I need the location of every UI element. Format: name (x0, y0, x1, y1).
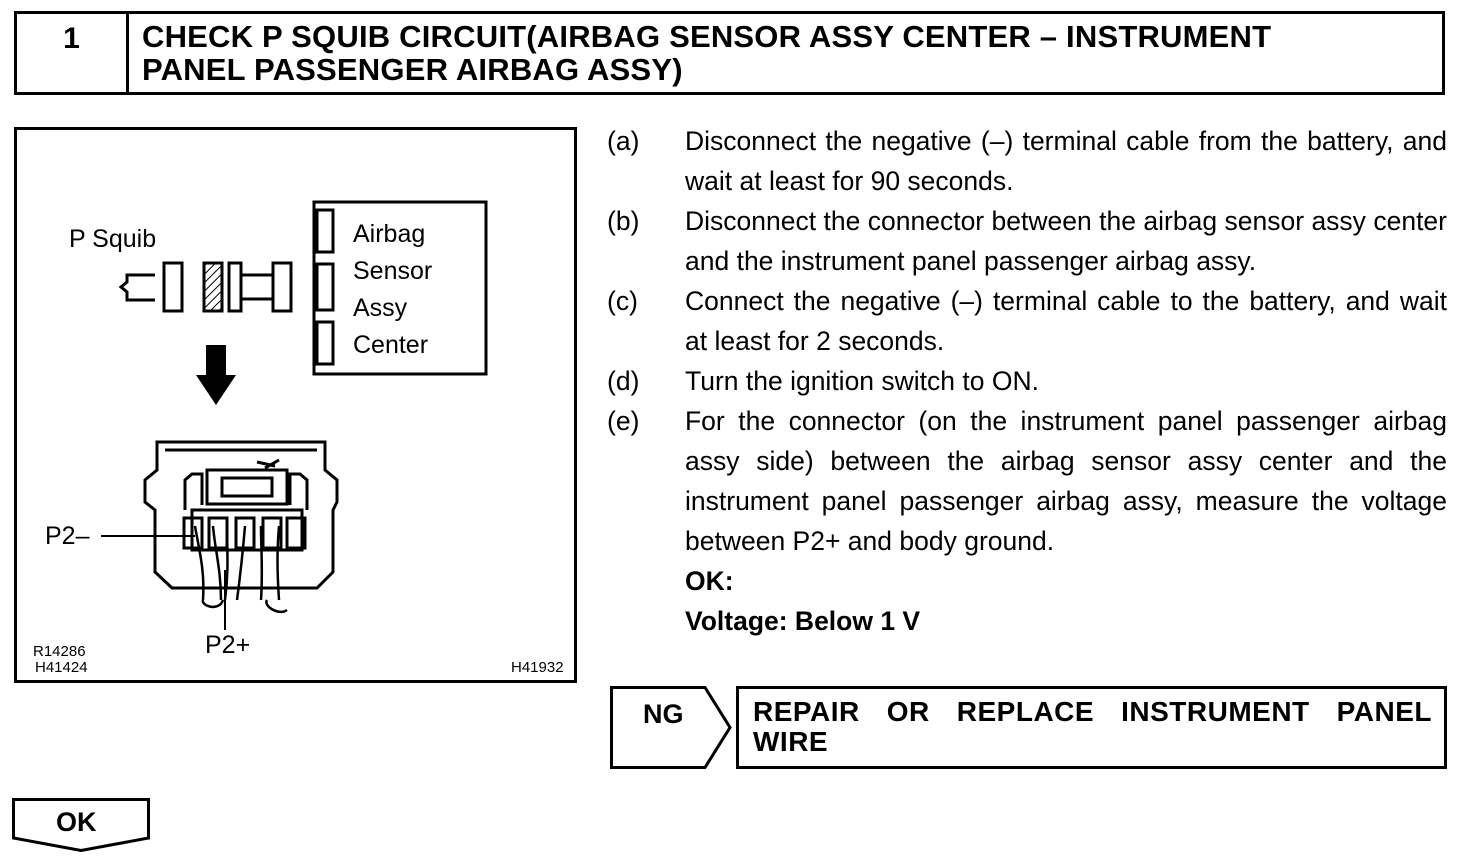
step-title-line-1: CHECK P SQUIB CIRCUIT(AIRBAG SENSOR ASSY… (142, 19, 1272, 54)
ecu-label-line-2: Sensor (353, 257, 433, 285)
figure-code-right: H41932 (511, 659, 564, 676)
step-key: (b) (607, 206, 640, 236)
ng-result-tag: NG (610, 686, 732, 769)
figure-code-left-2: H41424 (35, 659, 88, 676)
ok-tag-shape (12, 798, 150, 853)
step-text: Connect the negative (–) terminal cable … (685, 286, 1447, 356)
step-number: 1 (17, 14, 129, 92)
connector-drawing (101, 200, 488, 630)
step-item: (c) Connect the negative (–) terminal ca… (607, 281, 1447, 361)
spec-ok-label: OK: (685, 566, 734, 596)
step-item: (e) For the connector (on the instrument… (607, 401, 1447, 561)
spec-value: Voltage: Below 1 V (685, 606, 921, 636)
step-item: (d) Turn the ignition switch to ON. (607, 361, 1447, 401)
step-text: Turn the ignition switch to ON. (685, 366, 1039, 396)
p-squib-label: P Squib (69, 225, 157, 253)
ng-action-box: REPAIR OR REPLACE INSTRUMENT PANEL WIRE (736, 686, 1447, 769)
step-key: (e) (607, 406, 640, 436)
step-key: (a) (607, 126, 640, 156)
step-title: CHECK P SQUIB CIRCUIT(AIRBAG SENSOR ASSY… (129, 14, 1442, 92)
step-title-line-2: PANEL PASSENGER AIRBAG ASSY) (142, 52, 683, 87)
connector-face (143, 440, 339, 590)
ecu-label-line-4: Center (353, 331, 429, 359)
step-header: 1 CHECK P SQUIB CIRCUIT(AIRBAG SENSOR AS… (14, 11, 1445, 95)
ng-tag-shape (610, 686, 732, 769)
step-text: Disconnect the connector between the air… (685, 206, 1447, 276)
step-item: (b) Disconnect the connector between the… (607, 201, 1447, 281)
step-item: (a) Disconnect the negative (–) terminal… (607, 121, 1447, 201)
down-arrow-icon (196, 345, 236, 405)
step-text: Disconnect the negative (–) terminal cab… (685, 126, 1447, 196)
ok-tag-label: OK (56, 807, 97, 837)
step-text: For the connector (on the instrument pan… (685, 406, 1447, 556)
procedure-steps: (a) Disconnect the negative (–) terminal… (607, 121, 1447, 641)
connector-illustration: P Squib Airbag Sensor Assy Center P2– P2… (14, 127, 577, 683)
squib-connector-icon (118, 261, 293, 313)
leader-lines (101, 535, 226, 630)
figure-code-left-1: R14286 (33, 643, 86, 660)
ecu-label-line-1: Airbag (353, 220, 426, 248)
step-key: (d) (607, 366, 640, 396)
ok-result-tag: OK (12, 798, 152, 853)
ecu-label-line-3: Assy (353, 294, 408, 322)
ng-tag-label: NG (643, 699, 684, 729)
terminal-p2-plus-label: P2+ (205, 631, 251, 659)
step-key: (c) (607, 286, 638, 316)
terminal-p2-minus-label: P2– (45, 522, 90, 550)
ecu-box (312, 200, 488, 376)
